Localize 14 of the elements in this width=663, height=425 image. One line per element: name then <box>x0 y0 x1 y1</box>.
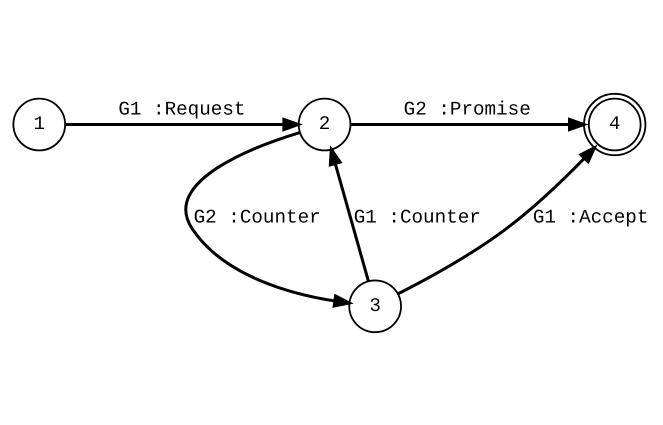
node-circle: 4 <box>583 92 646 156</box>
edge-label: G2 :Counter <box>194 206 321 228</box>
node-circle: 3 <box>348 279 402 333</box>
edge-label: G1 :Request <box>118 98 246 120</box>
edge-label: G1 :Accept <box>532 206 648 228</box>
edge-label: G1 :Counter <box>354 206 481 228</box>
arrow <box>328 144 370 282</box>
arrow <box>350 116 589 132</box>
arrow <box>184 130 354 308</box>
arrow <box>66 116 303 132</box>
arrow <box>397 144 598 295</box>
edge-label: G2 :Promise <box>404 98 531 120</box>
node-circle: 2 <box>298 97 352 151</box>
node-circle: 1 <box>12 97 66 151</box>
